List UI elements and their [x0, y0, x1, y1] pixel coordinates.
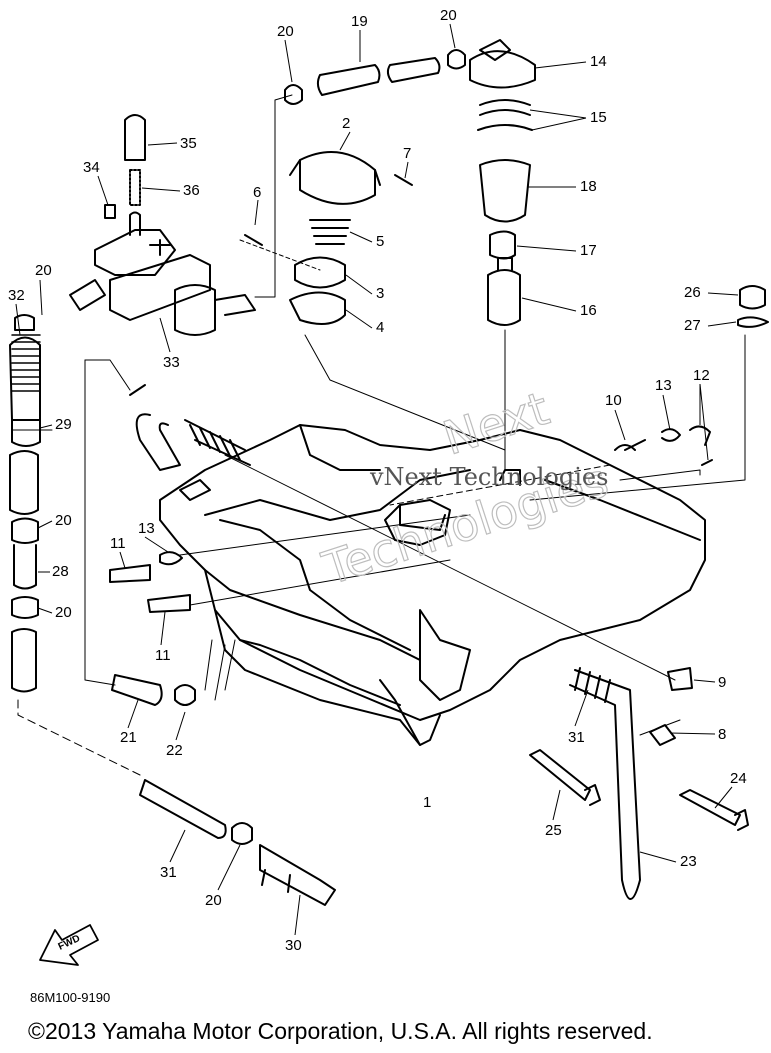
fuel-tank: [159, 424, 706, 746]
callout-20e: 20: [55, 604, 72, 621]
callout-28: 28: [52, 563, 69, 580]
callout-20a: 20: [277, 23, 294, 40]
fuel-cock: [69, 114, 256, 336]
callout-13b: 13: [138, 520, 155, 537]
callout-18: 18: [580, 178, 597, 195]
forward-arrow: [39, 924, 99, 966]
watermark-vnext: vNext Technologies: [369, 463, 608, 491]
callout-17: 17: [580, 242, 597, 259]
callout-25: 25: [545, 822, 562, 839]
callout-32: 32: [8, 287, 25, 304]
callout-10: 10: [605, 392, 622, 409]
callout-4: 4: [376, 319, 384, 336]
callout-7: 7: [403, 145, 411, 162]
callout-1: 1: [423, 794, 431, 811]
callout-31a: 31: [568, 729, 585, 746]
callout-8: 8: [718, 726, 726, 743]
breather-hose: [129, 384, 251, 471]
vent-hose: [569, 667, 641, 900]
filler-cap-assembly: [244, 151, 413, 325]
callout-19: 19: [351, 13, 368, 30]
callout-2: 2: [342, 115, 350, 132]
callout-27: 27: [684, 317, 701, 334]
callouts: 1 2 3 4 5 6 7 8 9 10 11 11 12 13 13 14 1…: [8, 7, 747, 954]
callout-9: 9: [718, 674, 726, 691]
callout-30: 30: [285, 937, 302, 954]
callout-20b: 20: [440, 7, 457, 24]
callout-24: 24: [730, 770, 747, 787]
drain-hose: [111, 674, 196, 706]
callout-29: 29: [55, 416, 72, 433]
leader-lines: [11, 94, 746, 776]
callout-16: 16: [580, 302, 597, 319]
part-code: 86M100-9190: [30, 990, 111, 1005]
left-hose-assembly: [9, 314, 41, 693]
sender-unit: [469, 39, 536, 326]
callout-20d: 20: [55, 512, 72, 529]
top-hoses: [284, 49, 466, 105]
callout-12: 12: [693, 367, 710, 384]
callout-21: 21: [120, 729, 137, 746]
watermark: Next Technologies vNext Technologies: [315, 380, 615, 596]
callout-23: 23: [680, 853, 697, 870]
watermark-next: Next: [437, 381, 556, 465]
callout-35: 35: [180, 135, 197, 152]
callout-20c: 20: [35, 262, 52, 279]
callout-36: 36: [183, 182, 200, 199]
callout-6: 6: [253, 184, 261, 201]
band-bolts: [529, 749, 749, 831]
callout-15: 15: [590, 109, 607, 126]
callout-22: 22: [166, 742, 183, 759]
callout-14: 14: [590, 53, 607, 70]
parts-diagram: Next Technologies vNext Technologies FWD…: [8, 7, 769, 966]
copyright-notice: ©2013 Yamaha Motor Corporation, U.S.A. A…: [28, 1018, 653, 1044]
callout-26: 26: [684, 284, 701, 301]
callout-33: 33: [163, 354, 180, 371]
callout-ticks: [15, 23, 739, 936]
callout-20f: 20: [205, 892, 222, 909]
callout-11b: 11: [155, 647, 171, 664]
left-bolts: [109, 551, 191, 613]
callout-11a: 11: [110, 535, 126, 552]
lower-fuel-line: [139, 779, 336, 906]
callout-34: 34: [83, 159, 100, 176]
callout-13a: 13: [655, 377, 672, 394]
callout-3: 3: [376, 285, 384, 302]
callout-31b: 31: [160, 864, 177, 881]
callout-5: 5: [376, 233, 384, 250]
